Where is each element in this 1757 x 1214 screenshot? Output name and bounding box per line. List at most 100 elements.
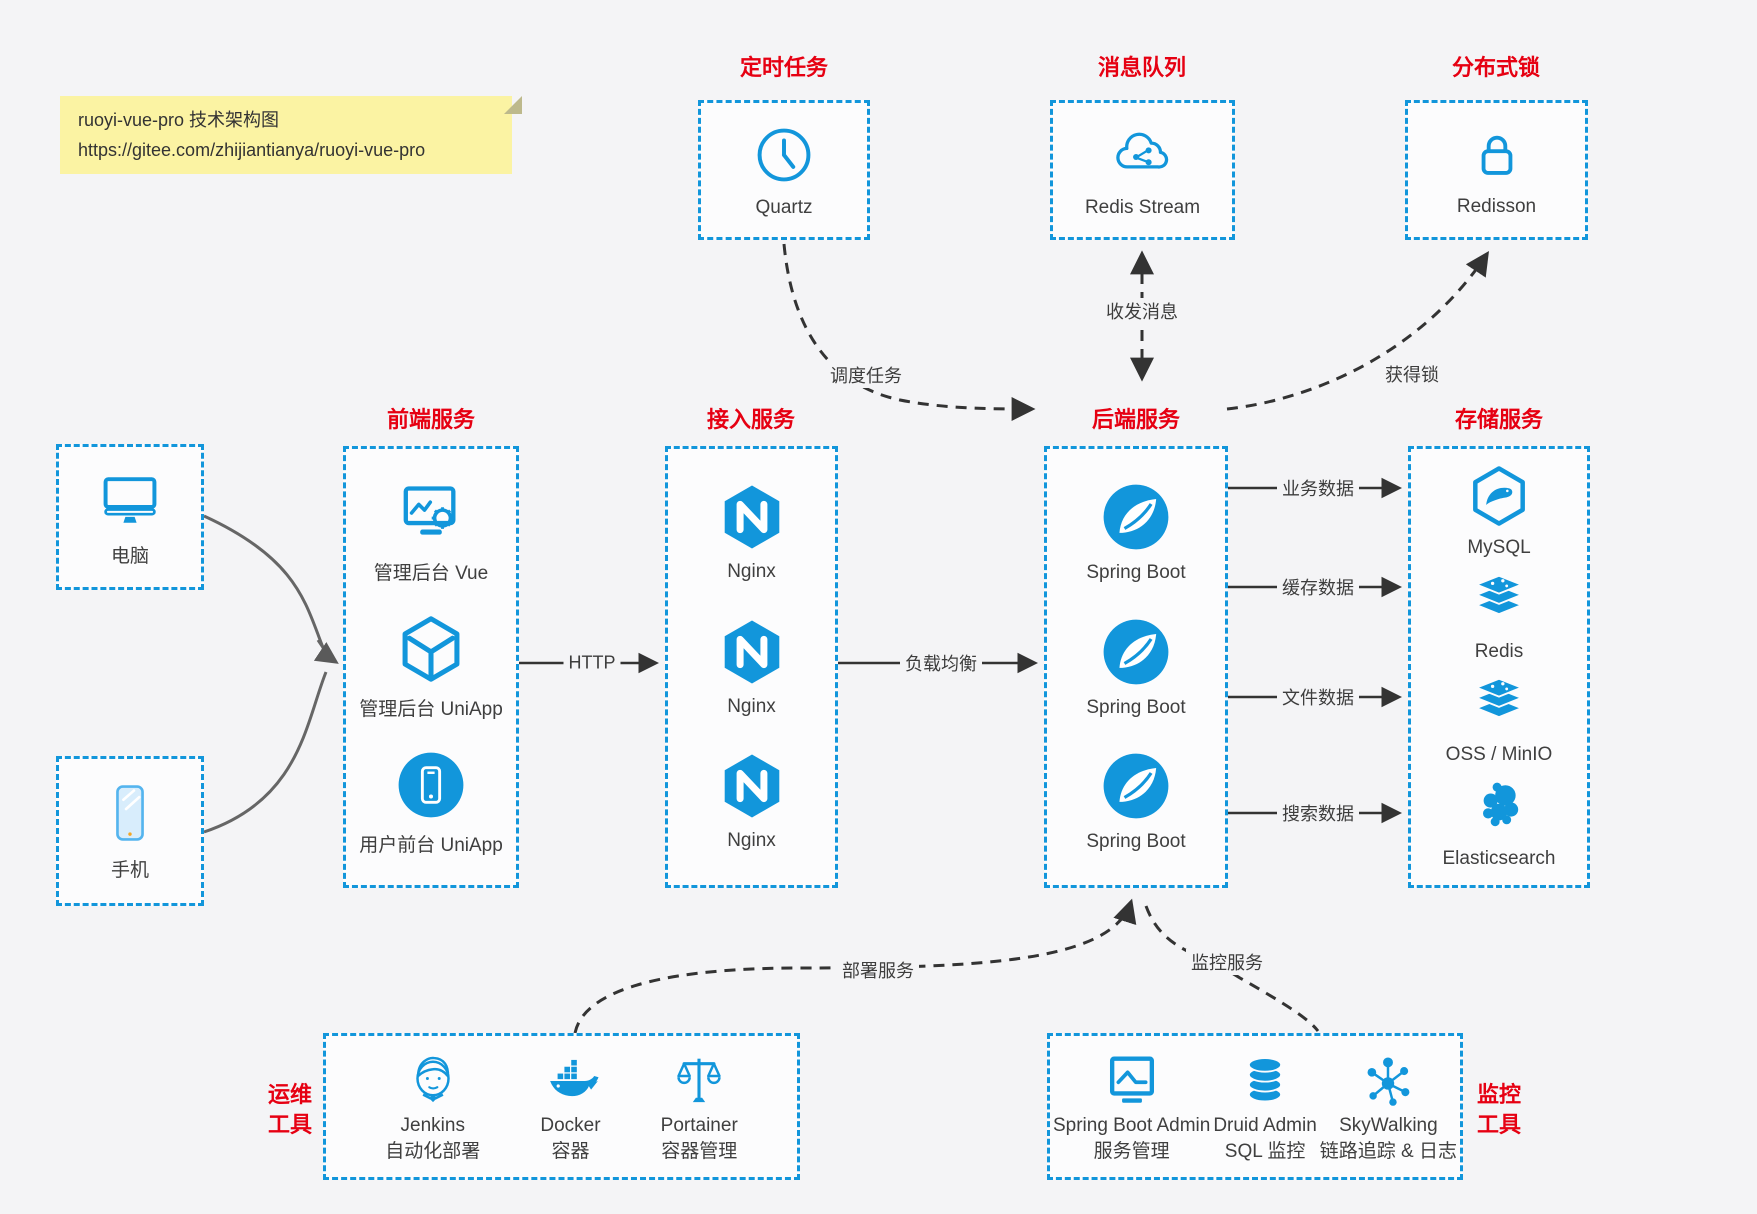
monitor-tools-box: Spring Boot Admin 服务管理 Druid Admin SQL 监… bbox=[1047, 1033, 1463, 1180]
portainer-label: Portainer bbox=[660, 1114, 738, 1136]
spring-boot-item: Spring Boot bbox=[1086, 481, 1186, 584]
database-icon bbox=[1248, 1056, 1283, 1103]
spring-boot-admin-desc: 服务管理 bbox=[1093, 1140, 1170, 1162]
topology-icon bbox=[1367, 1057, 1410, 1106]
spring-boot-label: Spring Boot bbox=[1086, 696, 1186, 718]
redis-stream-box: Redis Stream bbox=[1050, 100, 1235, 240]
frontend-services-box: 管理后台 Vue 管理后台 UniApp 用户前台 UniApp bbox=[343, 446, 519, 888]
phone-client-box: 手机 bbox=[56, 756, 204, 906]
cache-data-label: 缓存数据 bbox=[1277, 574, 1359, 600]
scales-icon bbox=[677, 1058, 721, 1102]
acquire-lock-arrow bbox=[1226, 251, 1489, 411]
user-uniapp-item: 用户前台 UniApp bbox=[359, 749, 503, 857]
redis-stream-item: Redis Stream bbox=[1085, 122, 1200, 219]
sticky-note: ruoyi-vue-pro 技术架构图 https://gitee.com/zh… bbox=[60, 96, 522, 174]
spring-boot-label: Spring Boot bbox=[1086, 561, 1186, 583]
nginx-item: Nginx bbox=[717, 617, 787, 718]
redis-stack-icon bbox=[1474, 574, 1524, 615]
druid-admin-label: Druid Admin bbox=[1213, 1114, 1317, 1136]
monitor-tools-title-line2: 工具 bbox=[1477, 1111, 1522, 1137]
ops-tools-box: Jenkins 自动化部署 Docker 容器 bbox=[323, 1033, 800, 1180]
spring-icon bbox=[1103, 484, 1169, 550]
layers-stack-icon bbox=[1473, 678, 1524, 719]
acquire-lock-label: 获得锁 bbox=[1380, 361, 1444, 387]
druid-admin-item: Druid Admin SQL 监控 bbox=[1213, 1050, 1317, 1164]
jenkins-desc: 自动化部署 bbox=[385, 1140, 481, 1162]
ops-tools-title-line1: 运维 bbox=[267, 1082, 312, 1107]
druid-admin-desc: SQL 监控 bbox=[1224, 1140, 1306, 1162]
oss-minio-label: OSS / MinIO bbox=[1445, 744, 1553, 766]
nginx-label: Nginx bbox=[727, 561, 776, 583]
search-data-label: 搜索数据 bbox=[1277, 800, 1359, 826]
spring-boot-admin-item: Spring Boot Admin 服务管理 bbox=[1053, 1050, 1210, 1164]
skywalking-item: SkyWalking 链路追踪 & 日志 bbox=[1320, 1050, 1457, 1164]
desktop-icon bbox=[103, 477, 157, 523]
user-uniapp-label: 用户前台 UniApp bbox=[359, 835, 503, 856]
elasticsearch-item: Elasticsearch bbox=[1443, 775, 1556, 870]
http-label: HTTP bbox=[563, 652, 621, 674]
send-receive-msg-label: 收发消息 bbox=[1101, 298, 1183, 324]
schedule-task-label: 调度任务 bbox=[825, 362, 907, 388]
nginx-icon bbox=[724, 485, 779, 549]
pc-client-label: 电脑 bbox=[110, 546, 149, 567]
quartz-box: Quartz bbox=[698, 100, 870, 240]
nginx-icon bbox=[724, 620, 779, 683]
backend-services-box: Spring Boot Spring Boot Spring Boot bbox=[1044, 446, 1228, 888]
nginx-label: Nginx bbox=[727, 829, 776, 851]
ops-tools-side-title: 运维 工具 bbox=[240, 1080, 312, 1139]
quartz-label: Quartz bbox=[755, 196, 813, 218]
file-data-label: 文件数据 bbox=[1277, 684, 1359, 710]
admin-vue-item: 管理后台 Vue bbox=[374, 477, 488, 585]
elasticsearch-icon bbox=[1483, 782, 1519, 827]
business-data-label: 业务数据 bbox=[1277, 475, 1359, 501]
mysql-item: MySQL bbox=[1467, 464, 1531, 559]
schedule-task-arrow bbox=[782, 243, 1036, 421]
smartphone-icon bbox=[116, 785, 144, 841]
jenkins-icon bbox=[415, 1056, 450, 1102]
docker-item: Docker 容器 bbox=[539, 1050, 601, 1164]
cube-icon bbox=[402, 616, 460, 682]
spring-boot-item: Spring Boot bbox=[1086, 750, 1186, 853]
portainer-item: Portainer 容器管理 bbox=[661, 1050, 738, 1164]
docker-label: Docker bbox=[540, 1114, 601, 1136]
docker-whale-icon bbox=[550, 1059, 599, 1096]
group-title-frontend: 前端服务 bbox=[386, 407, 476, 432]
spring-boot-label: Spring Boot bbox=[1086, 831, 1186, 853]
phone-client-label: 手机 bbox=[110, 860, 149, 881]
skywalking-label: SkyWalking bbox=[1339, 1114, 1438, 1136]
monitor-tools-side-title: 监控 工具 bbox=[1477, 1080, 1557, 1139]
admin-uniapp-item: 管理后台 UniApp bbox=[359, 613, 503, 721]
group-title-storage: 存储服务 bbox=[1454, 407, 1544, 432]
quartz-item: Quartz bbox=[751, 122, 817, 219]
redis-item: Redis bbox=[1467, 568, 1531, 663]
portainer-desc: 容器管理 bbox=[661, 1140, 738, 1162]
clock-icon bbox=[757, 128, 811, 181]
admin-vue-icon bbox=[403, 486, 456, 535]
redisson-label: Redisson bbox=[1456, 195, 1537, 217]
admin-vue-label: 管理后台 Vue bbox=[373, 563, 489, 584]
monitor-service-label: 监控服务 bbox=[1186, 949, 1268, 975]
pc-client-box: 电脑 bbox=[56, 444, 204, 590]
skywalking-desc: 链路追踪 & 日志 bbox=[1319, 1140, 1458, 1162]
group-title-message-queue: 消息队列 bbox=[1097, 55, 1187, 80]
oss-minio-item: OSS / MinIO bbox=[1445, 671, 1553, 766]
spring-boot-item: Spring Boot bbox=[1086, 616, 1186, 719]
jenkins-label: Jenkins bbox=[400, 1114, 465, 1136]
group-title-gateway: 接入服务 bbox=[706, 407, 796, 432]
app-circle-icon bbox=[398, 752, 464, 818]
monitor-chart-icon bbox=[1109, 1056, 1154, 1103]
nginx-icon bbox=[724, 754, 779, 818]
monitor-tools-title-line1: 监控 bbox=[1477, 1082, 1522, 1107]
storage-services-box: MySQL Redis OSS / MinIO bbox=[1408, 446, 1590, 888]
redis-label: Redis bbox=[1474, 640, 1524, 662]
nginx-item: Nginx bbox=[717, 482, 787, 583]
mysql-label: MySQL bbox=[1467, 536, 1531, 558]
group-title-backend: 后端服务 bbox=[1091, 407, 1181, 432]
spring-icon bbox=[1103, 753, 1169, 819]
note-title: ruoyi-vue-pro 技术架构图 bbox=[78, 110, 280, 130]
mysql-icon bbox=[1473, 466, 1525, 526]
spring-icon bbox=[1103, 619, 1169, 684]
admin-uniapp-label: 管理后台 UniApp bbox=[359, 699, 503, 720]
load-balance-label: 负载均衡 bbox=[900, 650, 982, 676]
